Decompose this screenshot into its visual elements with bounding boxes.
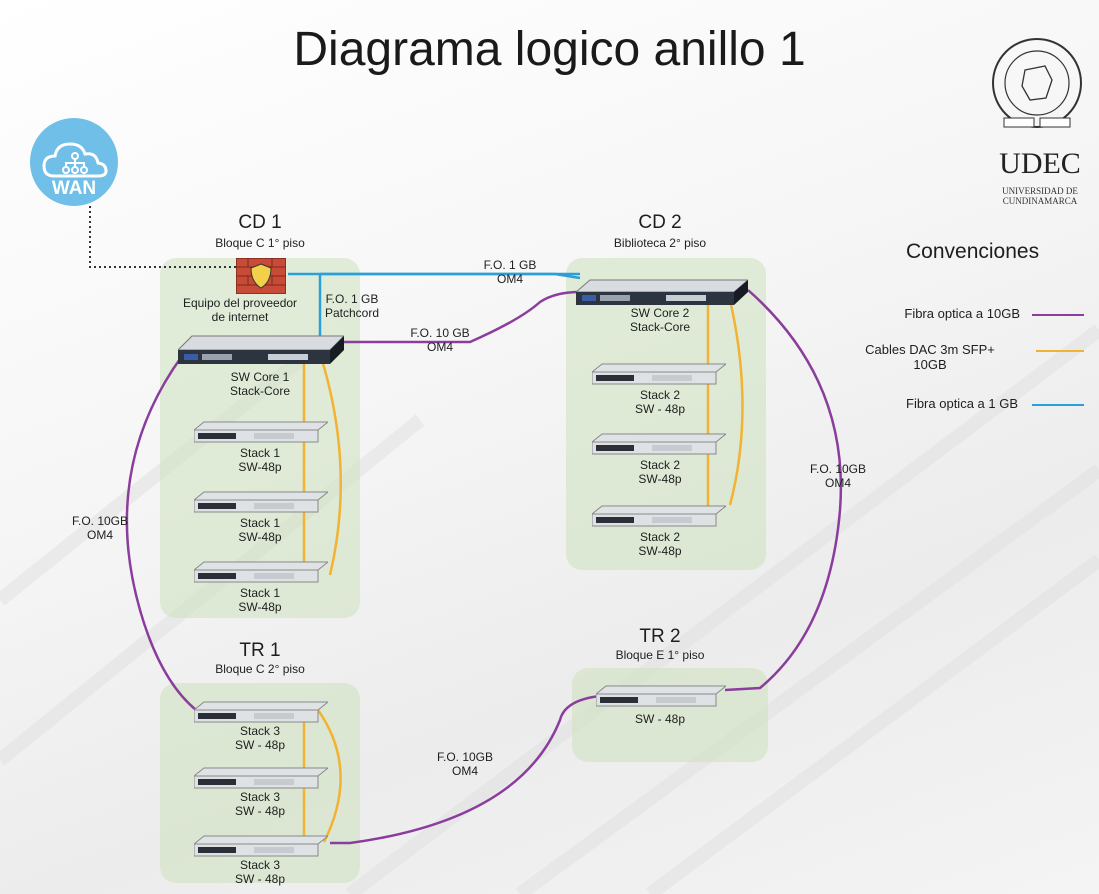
tr2-zone xyxy=(572,668,768,762)
fiber-10g-bottom-link xyxy=(330,694,601,845)
legend-swatch-dac xyxy=(1036,350,1084,352)
stack-switch-icon xyxy=(592,505,726,527)
legend-title: Convenciones xyxy=(906,240,1040,263)
udec-seal-icon xyxy=(992,38,1082,128)
legend-item-fiber-10g: Fibra optica a 10GB xyxy=(904,306,1020,321)
wan-label: WAN xyxy=(51,178,97,199)
logo-word: UDEC xyxy=(999,147,1081,180)
tr1-title: TR 1 xyxy=(239,640,281,661)
stack-switch-icon xyxy=(194,767,328,789)
dac-tr1-loop xyxy=(316,709,342,843)
tr2-title: TR 2 xyxy=(639,626,681,647)
stack-switch-icon xyxy=(194,491,328,513)
cd2-title: CD 2 xyxy=(638,212,682,233)
wan-link xyxy=(89,206,240,268)
legend-swatch-fiber-10g xyxy=(1032,314,1084,316)
tr2-switch-icon xyxy=(596,685,726,707)
fiber-10g-core-link xyxy=(340,290,581,344)
firewall-icon xyxy=(236,258,286,294)
core-switch-2-icon xyxy=(576,279,748,305)
fiber-1g-link-cd2 xyxy=(320,272,581,280)
legend-item-fiber-1g: Fibra optica a 1 GB xyxy=(906,396,1018,411)
tr2-switch-label: SW - 48p xyxy=(634,712,685,726)
diagram-title: Diagrama logico anillo 1 xyxy=(293,23,806,76)
wan-cloud-icon xyxy=(30,118,118,206)
stack-switch-icon xyxy=(592,363,726,385)
stack-switch-icon xyxy=(194,835,328,857)
cd1-title: CD 1 xyxy=(238,212,282,233)
core-switch-1-icon xyxy=(178,335,344,364)
dac-cd2-loop xyxy=(728,299,744,506)
legend-swatch-fiber-1g xyxy=(1032,404,1084,406)
tr2-subtitle: Bloque E 1° piso xyxy=(615,648,705,662)
cd1-subtitle: Bloque C 1° piso xyxy=(215,236,305,250)
fiber-10g-right-link xyxy=(724,289,843,692)
tr1-subtitle: Bloque C 2° piso xyxy=(215,662,305,676)
stack-switch-icon xyxy=(194,421,328,443)
dac-cd1-loop xyxy=(320,359,342,576)
cd2-subtitle: Biblioteca 2° piso xyxy=(613,236,707,250)
stack-switch-icon xyxy=(194,561,328,583)
stack-switch-icon xyxy=(194,701,328,723)
legend-item-dac: Cables DAC 3m SFP+10GB xyxy=(865,342,995,372)
fiber-10g-left-link xyxy=(125,355,197,711)
stack-switch-icon xyxy=(592,433,726,455)
